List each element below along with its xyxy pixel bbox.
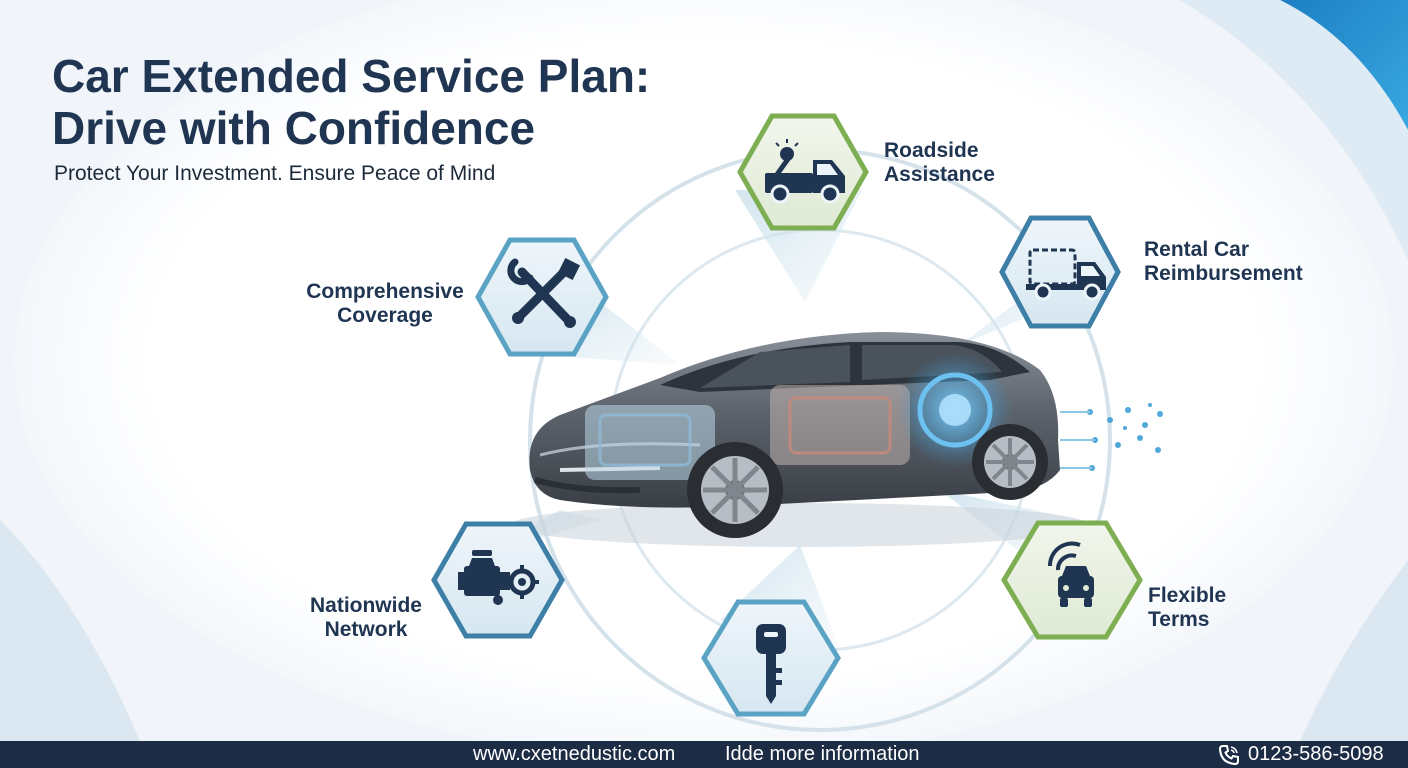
label-flexible-line-2: Terms — [1148, 608, 1210, 631]
label-rental-line-1: Rental Car — [1144, 238, 1250, 261]
label-roadside-line-2: Assistance — [884, 163, 995, 186]
phone-icon — [1218, 745, 1239, 766]
background-artwork — [0, 0, 1408, 741]
car-illustration — [510, 332, 1163, 547]
label-flexible-terms: Flexible Terms — [1148, 584, 1226, 632]
label-network-line-1: Nationwide — [309, 594, 422, 617]
data-stream — [1087, 403, 1163, 471]
footer-bar: www.cxetnedustic.com Idde more informati… — [0, 741, 1408, 768]
car-signal-icon — [1047, 541, 1094, 607]
label-network-line-2: Network — [324, 618, 408, 641]
footer-phone-number[interactable]: 0123-586-5098 — [1248, 743, 1384, 765]
label-rental-line-2: Reimbursement — [1144, 262, 1303, 285]
tow-truck-icon — [765, 139, 845, 204]
footer-website-link[interactable]: www.cxetnedustic.com — [473, 743, 676, 765]
label-comprehensive-line-2: Coverage — [337, 304, 433, 327]
car-key-icon — [756, 624, 786, 704]
label-rental-car-reimbursement: Rental Car Reimbursement — [1144, 238, 1303, 286]
truck-icon — [1026, 248, 1106, 301]
wrench-screwdriver-icon — [507, 257, 581, 328]
footer-more-info-link[interactable]: Idde more information — [725, 743, 920, 765]
page-subtitle: Protect Your Investment. Ensure Peace of… — [54, 162, 496, 185]
title-line-2: Drive with Confidence — [52, 102, 536, 154]
label-comprehensive-coverage: Comprehensive Coverage — [300, 280, 470, 328]
engine-gear-icon — [458, 550, 539, 605]
label-nationwide-network: Nationwide Network — [296, 594, 436, 642]
label-roadside-assistance: Roadside Assistance — [884, 139, 995, 187]
label-comprehensive-line-1: Comprehensive — [306, 280, 464, 303]
page-title: Car Extended Service Plan: Drive with Co… — [52, 50, 650, 154]
label-roadside-line-1: Roadside — [884, 139, 979, 162]
title-line-1: Car Extended Service Plan: — [52, 50, 651, 102]
label-flexible-line-1: Flexible — [1148, 584, 1227, 607]
